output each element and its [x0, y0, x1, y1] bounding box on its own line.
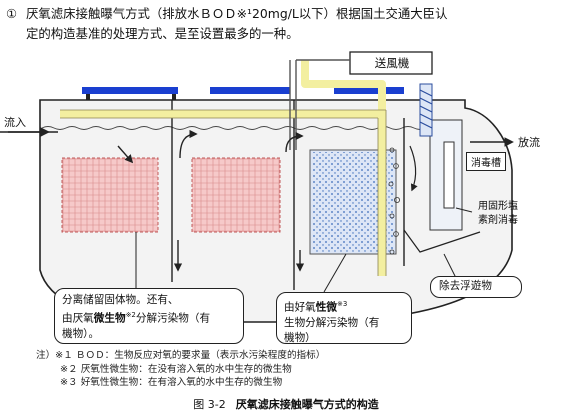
water-surface: [41, 126, 463, 130]
lid-2: [210, 87, 290, 94]
intro-number: ①: [6, 6, 18, 21]
aerobic-line-1a: 由好氧: [284, 301, 316, 314]
footnote-2-mark: ※２: [60, 363, 78, 375]
floating-matter-label: 除去浮遊物: [430, 276, 522, 298]
flow-arrow-1: [117, 145, 134, 164]
footnotes: 注）※１ ＢＯＤ：生物反应对氧的要求量（表示水污染程度的指标） ※２ 厌氧性微生…: [36, 349, 556, 390]
aerator-stripes: [419, 89, 433, 129]
blower-box: [349, 51, 433, 75]
intro-line-1: 厌氧滤床接触曝气方式（排放水ＢＯＤ※¹20mg/L以下）根据国土交通大臣认: [26, 6, 448, 21]
aerator-column: [419, 83, 433, 137]
aerobic-annotation: 由好氧性微※3 生物分解污染物（有 機物）: [276, 292, 412, 344]
flow-arrow-6: [409, 145, 418, 192]
figure-caption: 图 3-2 厌氧滤床接触曝气方式的构造: [0, 396, 572, 412]
air-pipe-outline: [60, 109, 387, 276]
aerobic-line-1: 由好氧性微※3: [284, 297, 404, 316]
air-pipe: [60, 60, 386, 276]
footnote-3-mark: ※３: [60, 377, 78, 388]
footnote-2: ※２ 厌氧性微生物：在没有溶入氧的水中生存的微生物: [36, 363, 556, 377]
footnote-1-mark: 注）※１: [36, 350, 73, 361]
figure-number: 图 3-2: [193, 398, 226, 411]
blower-label: 送風機: [374, 56, 410, 70]
leader-floating: [443, 253, 457, 279]
anaerobic-annotation: 分离储留固体物。还有、 由厌氧微生物※2分解污染物（有 機物）。: [54, 288, 244, 344]
anaerobic-line-3: 機物）。: [62, 327, 100, 340]
outflow-label: 放流: [518, 136, 540, 149]
chlorine-line-2: 素剤消毒: [478, 215, 518, 226]
sediment-funnel: [403, 229, 481, 253]
anaerobic-line-2a: 由厌氧: [62, 312, 94, 325]
disinfection-cylinder: [443, 141, 455, 209]
media-tank-2: [191, 157, 281, 233]
media-tank-1: [61, 157, 159, 233]
footnote-1-text: ＢＯＤ：生物反应对氧的要求量（表示水污染程度的指标）: [75, 350, 326, 361]
flow-arrow-2: [179, 129, 198, 159]
anaerobic-line-2: 由厌氧微生物※2分解污染物（有: [62, 308, 236, 327]
disinfection-tank-label: 消毒槽: [466, 152, 506, 171]
footnote-3: ※３ 好氧性微生物：在有溶入氧的水中生存的微生物: [36, 376, 556, 390]
aerobic-line-1b: 性微: [315, 301, 337, 314]
lid-3: [334, 87, 404, 94]
anaerobic-line-2b: 微生物: [93, 312, 126, 325]
leader-aerobic: [323, 253, 347, 293]
aerobic-sup: ※3: [336, 300, 348, 308]
anaerobic-line-1: 分离储留固体物。还有、: [62, 294, 179, 306]
inflow-label: 流入: [4, 116, 26, 129]
intro-line-2: 定的构造基准的处理方式、是至设置最多的一种。: [26, 26, 299, 41]
anaerobic-sup: ※2: [125, 311, 136, 319]
intro-text: ① 厌氧滤床接触曝气方式（排放水ＢＯＤ※¹20mg/L以下）根据国土交通大臣认 定…: [6, 4, 566, 44]
figure-title: 厌氧滤床接触曝气方式的构造: [235, 398, 379, 411]
chlorine-label: 用固形塩 素剤消毒: [478, 200, 518, 228]
lid-post-2: [172, 94, 176, 100]
lid-post-1: [86, 94, 90, 100]
leader-chlorine: [455, 207, 473, 213]
flow-arrow-3: [285, 131, 304, 153]
footnote-3-text: 好氧性微生物：在有溶入氧的水中生存的微生物: [80, 377, 283, 388]
aerobic-line-3: 機物）: [284, 331, 316, 344]
anaerobic-line-2c: 分解污染物（有: [135, 312, 211, 325]
footnote-1: 注）※１ ＢＯＤ：生物反应对氧的要求量（表示水污染程度的指标）: [36, 349, 556, 363]
aerobic-line-2: 生物分解污染物（有: [284, 316, 380, 329]
air-bubbles: [388, 147, 400, 255]
footnote-2-text: 厌氧性微生物：在没有溶入氧的水中生存的微生物: [80, 363, 292, 375]
floating-matter-text: 除去浮遊物: [439, 280, 492, 292]
lid-1: [82, 87, 178, 94]
chlorine-line-1: 用固形塩: [478, 201, 518, 212]
